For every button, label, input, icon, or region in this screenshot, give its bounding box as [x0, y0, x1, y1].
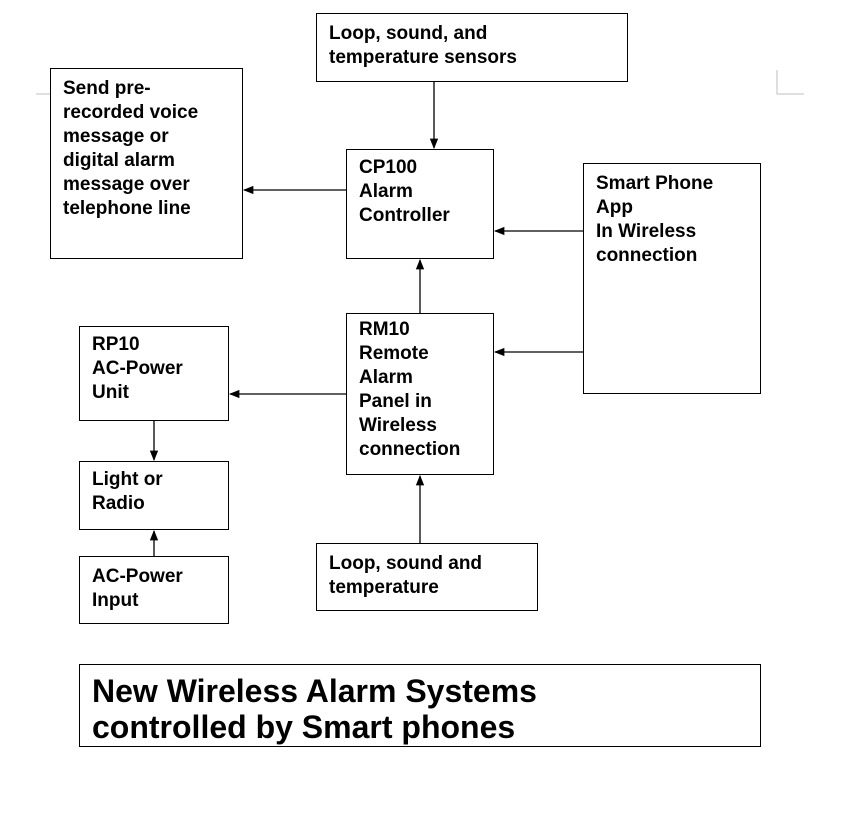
- light-radio-box: Light or Radio: [79, 461, 229, 530]
- rp10-power-unit-box: RP10 AC-Power Unit: [79, 326, 229, 421]
- smart-phone-app-box: Smart Phone App In Wireless connection: [583, 163, 761, 394]
- diagram-title: New Wireless Alarm Systems controlled by…: [79, 664, 761, 747]
- send-message-box: Send pre- recorded voice message or digi…: [50, 68, 243, 259]
- sensors-top-box: Loop, sound, and temperature sensors: [316, 13, 628, 82]
- rm10-remote-panel-box: RM10 Remote Alarm Panel in Wireless conn…: [346, 313, 494, 475]
- margin-mark-right: [776, 70, 804, 95]
- ac-power-input-box: AC-Power Input: [79, 556, 229, 624]
- sensors-bottom-box: Loop, sound and temperature: [316, 543, 538, 611]
- cp100-controller-box: CP100 Alarm Controller: [346, 149, 494, 259]
